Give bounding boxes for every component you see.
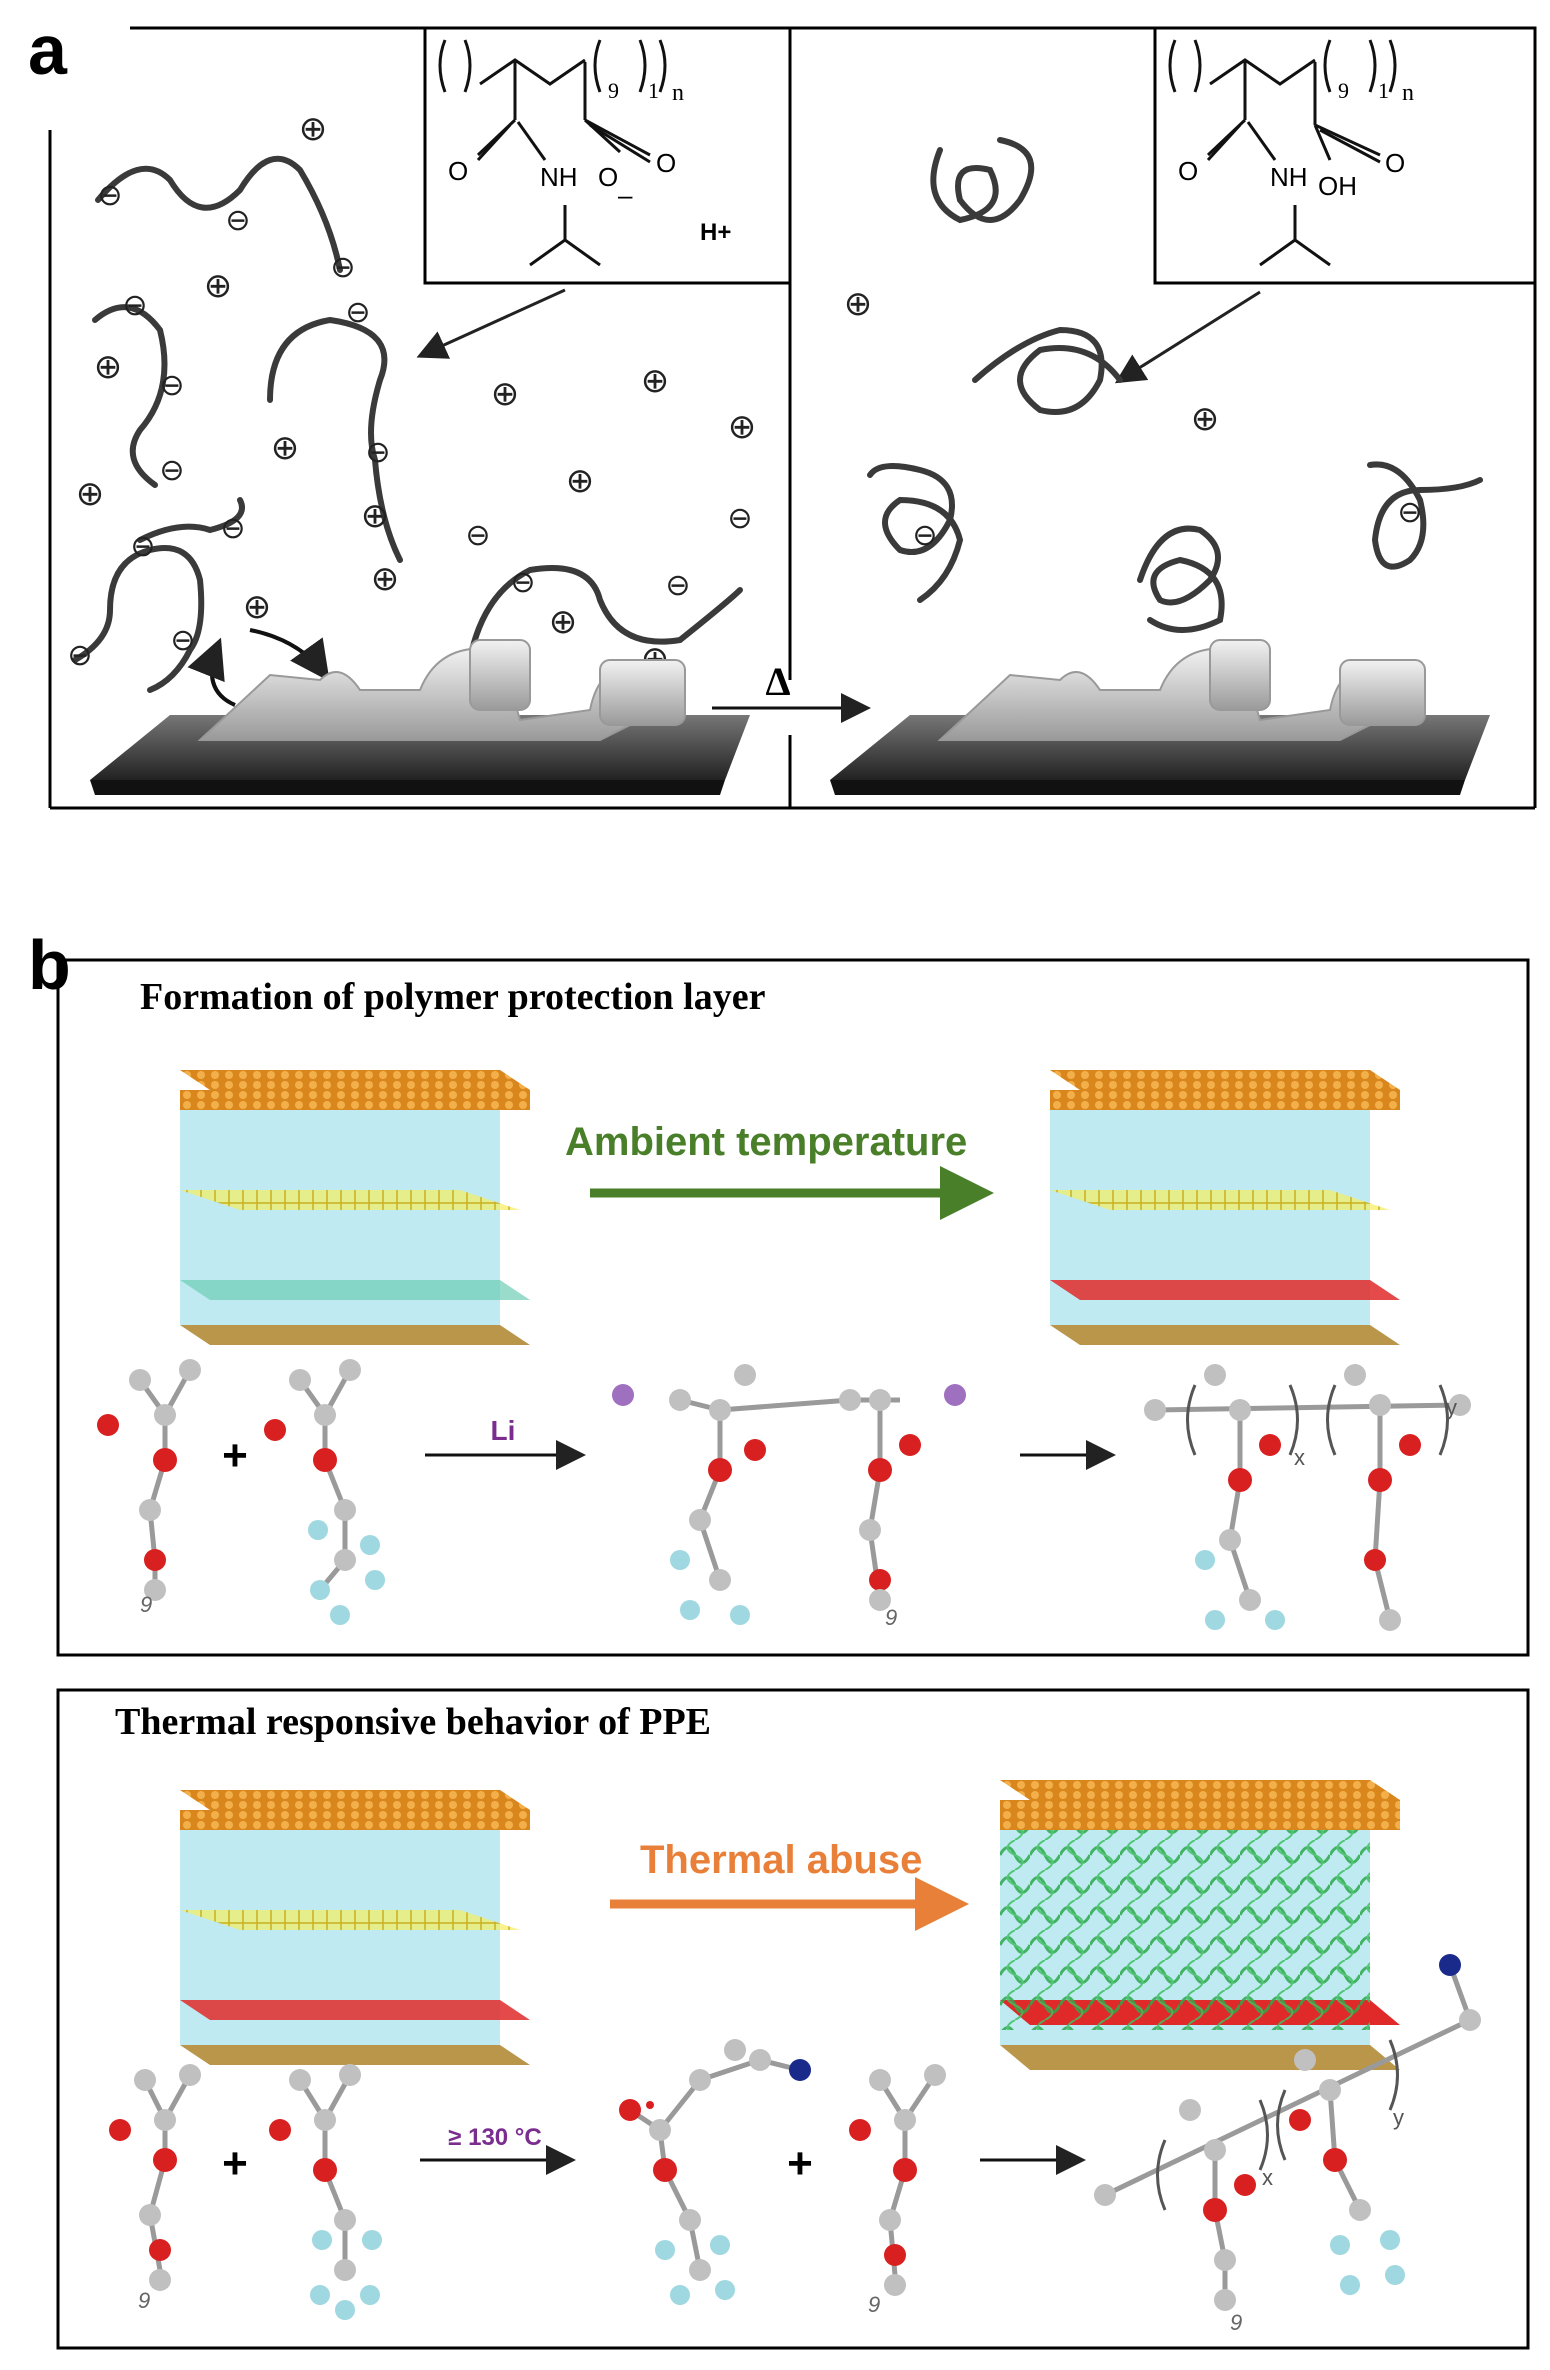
plus-sign: +: [222, 2139, 248, 2188]
atom-o-minus: O: [598, 162, 618, 192]
anion-icon: ⊖: [510, 566, 535, 599]
cell-box2-after: [1000, 1780, 1400, 2070]
cation-icon: ⊕: [641, 362, 670, 400]
atom-o-right: O: [656, 148, 676, 178]
electrode-right: [830, 639, 1490, 795]
cation-icon: ⊕: [361, 497, 390, 535]
sub-9: 9: [608, 78, 619, 103]
anion-icon: ⊖: [130, 530, 155, 563]
heat-delta-label: Δ: [765, 659, 790, 704]
sub-9: 9: [1338, 78, 1349, 103]
anion-icon: ⊖: [97, 179, 122, 212]
cation-icon: ⊕: [728, 408, 757, 446]
box1-title: Formation of polymer protection layer: [140, 976, 766, 1018]
cation-icon: ⊕: [243, 588, 272, 626]
atom-o-right: O: [1385, 148, 1405, 178]
anion-icon: ⊖: [170, 624, 195, 657]
sub-1: 1: [1378, 78, 1389, 103]
condition-label: ≥ 130 °C: [448, 2124, 541, 2151]
cation-icon: ⊕: [549, 603, 578, 641]
cell-box1-after: [1050, 1070, 1400, 1345]
polymer-brackets: [1156, 1384, 1449, 2211]
pointer-arrow-right: [1114, 290, 1261, 384]
atom-nh: NH: [1270, 162, 1308, 192]
sub-9: 9: [138, 2288, 150, 2313]
sub-1: 1: [648, 78, 659, 103]
plus-sign: +: [787, 2139, 813, 2188]
cation-icon: ⊕: [271, 429, 300, 467]
plus-sign: +: [222, 1431, 248, 1480]
atoms-box2: [109, 1954, 1481, 2320]
thermal-arrow-label: Thermal abuse: [640, 1838, 923, 1882]
sub-y: y: [1393, 2105, 1404, 2130]
anion-icon: ⊖: [225, 204, 250, 237]
anion-icon: ⊖: [122, 289, 147, 322]
charges: ⊕ ⊕ ⊕ ⊕ ⊕ ⊕ ⊕ ⊕ ⊕ ⊕ ⊕ ⊕ ⊕ ⊕ ⊕ ⊕: [76, 110, 1220, 678]
anion-icon: ⊖: [345, 296, 370, 329]
sub-9: 9: [885, 1605, 897, 1630]
atoms-box1: [97, 1359, 1471, 1631]
sub-x: x: [1262, 2165, 1273, 2190]
cation-icon: ⊕: [491, 375, 520, 413]
anion-icon: ⊖: [159, 369, 184, 402]
cation-icon: ⊕: [94, 348, 123, 386]
anion-icon: ⊖: [365, 436, 390, 469]
panel-a-label: a: [28, 11, 67, 89]
sub-y: y: [1446, 1395, 1457, 1420]
box2-title: Thermal responsive behavior of PPE: [115, 1701, 712, 1743]
structure-box-protonated: 9 1 n O NH OH O: [1153, 26, 1537, 285]
cation-icon: ⊕: [76, 475, 105, 513]
cation-icon: ⊕: [844, 285, 873, 323]
cation-icon: ⊕: [1191, 400, 1220, 438]
sub-n: n: [672, 80, 684, 106]
anion-icon: ⊖: [159, 454, 184, 487]
cell-box2-before: [180, 1790, 530, 2065]
anion-icon: ⊖: [465, 519, 490, 552]
atom-nh: NH: [540, 162, 578, 192]
cell-box1-before: [180, 1070, 530, 1345]
anion-icon: ⊖: [67, 639, 92, 672]
pointer-arrow-left: [416, 288, 566, 359]
anion-icon: ⊖: [330, 251, 355, 284]
exchange-arrows: [187, 628, 330, 707]
sub-9: 9: [140, 1592, 152, 1617]
atom-oh: OH: [1318, 171, 1357, 201]
atom-o-left: O: [448, 156, 468, 186]
anion-icon: ⊖: [1397, 496, 1422, 529]
reagent-li: Li: [491, 1415, 516, 1446]
atom-o-left: O: [1178, 156, 1198, 186]
anion-icon: ⊖: [912, 519, 937, 552]
cation-icon: ⊕: [299, 110, 328, 148]
anion-icon: ⊖: [727, 502, 752, 535]
structure-box-ionized: 9 1 n O NH O – O H+: [423, 26, 792, 285]
anion-icon: ⊖: [220, 512, 245, 545]
sub-9: 9: [868, 2292, 880, 2317]
reaction-arrows: [420, 1440, 1116, 2175]
ambient-arrow-label: Ambient temperature: [565, 1120, 968, 1164]
cation-icon: ⊕: [204, 267, 233, 305]
h-plus: H+: [700, 219, 731, 246]
minus-sign: –: [618, 180, 633, 210]
sub-9: 9: [1230, 2310, 1242, 2335]
cation-icon: ⊕: [566, 462, 595, 500]
coiled-polymer-chains: [867, 137, 1483, 633]
electrode-left: [90, 639, 750, 795]
cation-icon: ⊕: [371, 560, 400, 598]
panel-b-label: b: [28, 926, 71, 1004]
sub-n: n: [1402, 80, 1414, 106]
sub-x: x: [1294, 1445, 1305, 1470]
anion-icon: ⊖: [665, 569, 690, 602]
